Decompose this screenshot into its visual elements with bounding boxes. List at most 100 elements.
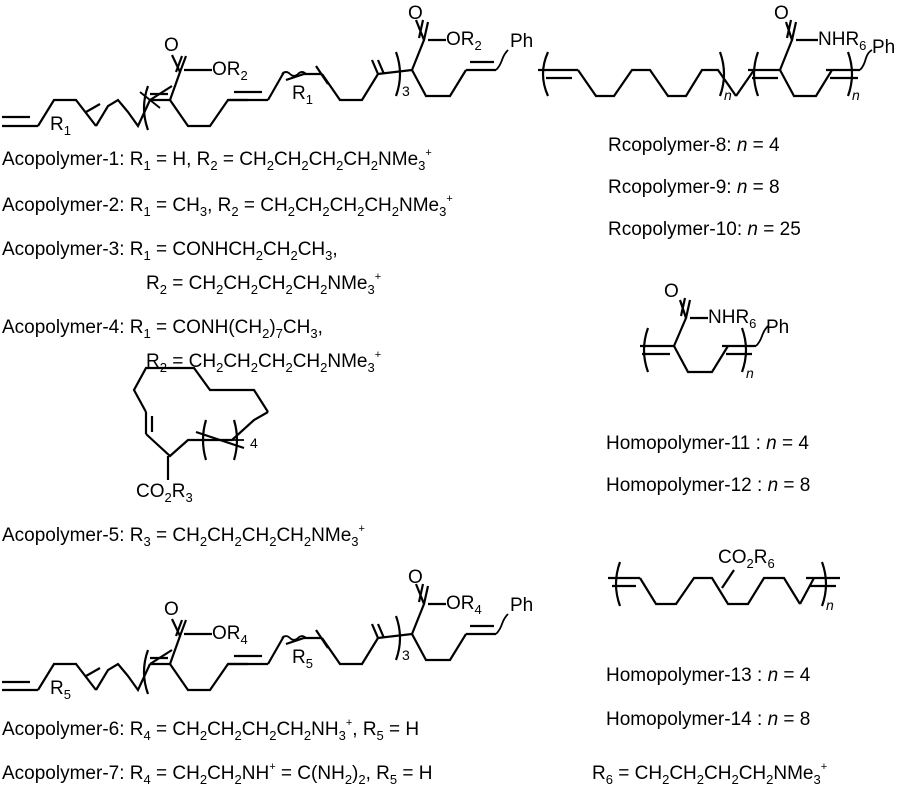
- label-sub: 2: [269, 728, 277, 743]
- label-sup: +: [269, 761, 276, 773]
- label-sub: 4: [143, 728, 151, 743]
- label-rcopolymer-9: Rcopolymer-9: n = 8: [608, 178, 780, 197]
- acopolymer-1-4-structure: [2, 19, 509, 131]
- atom-r5-2: R5: [292, 648, 313, 670]
- label-part: CH: [704, 763, 732, 784]
- label-part: CH: [276, 719, 304, 740]
- atom-sub: 6: [749, 316, 757, 331]
- label-sub: 2: [344, 772, 353, 787]
- label-value: = 4: [776, 433, 809, 454]
- label-sub: 2: [159, 282, 167, 297]
- label-sup: +: [358, 523, 365, 535]
- label-part: CH: [241, 719, 270, 740]
- atom-ph-1: Ph: [510, 31, 534, 52]
- repeat-count-3: 3: [402, 83, 410, 99]
- label-sub: 3: [351, 534, 359, 549]
- label-sub: 2: [320, 360, 328, 375]
- label-part: ,: [332, 239, 338, 260]
- label-value: = 8: [747, 177, 780, 198]
- label-acopolymer-3-line-1: Acopolymer-3: R1 = CONHCH2CH2CH3,: [2, 239, 338, 262]
- atom-n: n: [852, 87, 860, 103]
- label-sub: 2: [199, 534, 208, 549]
- atom-ph-4: Ph: [510, 595, 534, 616]
- label-part: NMe: [327, 351, 368, 372]
- label-part: = CH: [150, 719, 200, 740]
- label-value: = 8: [778, 475, 811, 496]
- label-part: NMe: [378, 149, 419, 170]
- label-part: , R: [365, 763, 390, 784]
- label-part: CH: [297, 239, 326, 260]
- label-part: CH: [207, 763, 235, 784]
- label-r6-definition: R6 = CH2CH2CH2CH2NMe3+: [592, 761, 828, 787]
- label-part: R: [592, 763, 606, 784]
- label-sub: 3: [143, 534, 151, 549]
- label-homopolymer-14: Homopolymer-14 : n = 8: [606, 710, 810, 729]
- atom-co-text: CO: [136, 481, 165, 502]
- label-sub: 1: [143, 204, 151, 219]
- atom-or2-1: OR2: [212, 60, 248, 82]
- atom-r-text: R: [292, 83, 306, 104]
- label-sub: 3: [325, 248, 333, 263]
- label-part: CH: [294, 195, 323, 216]
- label-part: R: [146, 273, 160, 294]
- label-sub: 2: [303, 534, 312, 549]
- label-value: = 25: [757, 219, 801, 240]
- label-n: n: [767, 709, 779, 730]
- label-sub: 1: [143, 158, 151, 173]
- label-sub: 2: [287, 204, 295, 219]
- label-part: CH: [282, 317, 311, 338]
- repeat-n-2: n: [852, 88, 860, 102]
- label-rcopolymer-10: Rcopolymer-10: n = 25: [608, 220, 801, 239]
- atom-sub: 4: [240, 632, 248, 647]
- label-sub: 2: [285, 282, 293, 297]
- label-sub: 2: [662, 772, 670, 787]
- label-part: CH: [329, 195, 358, 216]
- label-n: n: [736, 135, 748, 156]
- label-part: CH: [207, 719, 235, 740]
- acopolymer-6-7-structure: [2, 583, 509, 695]
- label-sub: 2: [199, 728, 208, 743]
- acopolymer-5-structure: [132, 366, 269, 480]
- label-sub: 2: [234, 772, 242, 787]
- atom-n: n: [746, 365, 754, 381]
- label-part: = CONH(CH: [150, 317, 263, 338]
- atom-o-4: O: [664, 281, 679, 302]
- label-sup: +: [820, 761, 828, 773]
- label-n: n: [767, 665, 779, 686]
- label-name: Homopolymer-14 :: [606, 709, 768, 730]
- label-sub: 2: [301, 158, 309, 173]
- atom-nhr-text: NHR: [818, 29, 860, 50]
- label-part: NMe: [311, 525, 352, 546]
- atom-or2-2: OR2: [446, 30, 482, 52]
- label-sub: 3: [199, 204, 208, 219]
- label-value: = 4: [747, 135, 780, 156]
- label-sub: 2: [696, 772, 704, 787]
- label-part: ): [269, 317, 276, 338]
- label-sub: 3: [813, 772, 821, 787]
- label-part: = H: [397, 763, 433, 784]
- atom-sub: 2: [240, 68, 248, 83]
- label-part: CH: [308, 149, 337, 170]
- label-part: NMe: [399, 195, 440, 216]
- atom-sub: 5: [305, 656, 313, 671]
- label-sub: 2: [357, 204, 365, 219]
- label-part: NMe: [773, 763, 814, 784]
- label-sub: 2: [216, 282, 224, 297]
- label-part: = CH: [166, 351, 217, 372]
- label-part: ): [352, 763, 359, 784]
- label-part: = CH: [150, 195, 200, 216]
- label-sub: 7: [275, 326, 283, 341]
- label-name: Acopolymer-2:: [2, 195, 125, 216]
- label-part: CH: [258, 351, 286, 372]
- label-name: Homopolymer-13 :: [606, 665, 768, 686]
- label-sup: +: [425, 147, 432, 159]
- atom-o-3: O: [774, 3, 789, 24]
- label-part: CH: [263, 239, 291, 260]
- label-part: CH: [343, 149, 371, 170]
- label-name: Homopolymer-11 :: [606, 433, 767, 454]
- label-sub: 5: [389, 772, 398, 787]
- label-part: = CH: [612, 763, 663, 784]
- label-sub: 2: [250, 360, 258, 375]
- label-sub: 2: [250, 282, 258, 297]
- label-sub: 2: [320, 282, 328, 297]
